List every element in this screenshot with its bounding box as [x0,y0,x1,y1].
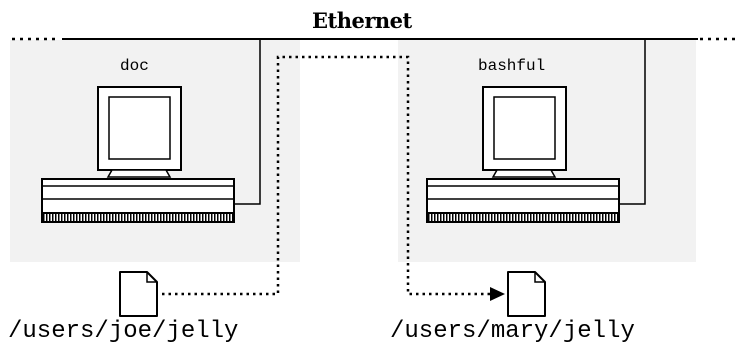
bashful-system-unit [426,178,620,214]
host-name-doc: doc [120,57,149,75]
doc-keyboard [41,212,235,223]
source-file-path: /users/joe/jelly [8,318,239,345]
doc-screen [108,96,171,160]
doc-monitor-stand [106,169,172,178]
document-icon-destination [507,271,546,317]
transfer-arrow-head [490,287,505,301]
host-name-bashful: bashful [478,57,546,75]
file-transfer-path [162,55,490,296]
doc-system-unit [41,178,235,214]
bashful-screen [493,96,556,160]
bashful-network-tap [619,39,646,205]
doc-network-tap [233,39,261,205]
destination-file-path: /users/mary/jelly [390,318,635,345]
computer-icon-bashful [426,39,646,223]
bashful-monitor-stand [491,169,557,178]
bashful-keyboard [426,212,620,223]
document-icon-source [119,271,158,317]
computer-icon-doc [41,39,261,223]
ethernet-label: Ethernet [312,8,412,33]
